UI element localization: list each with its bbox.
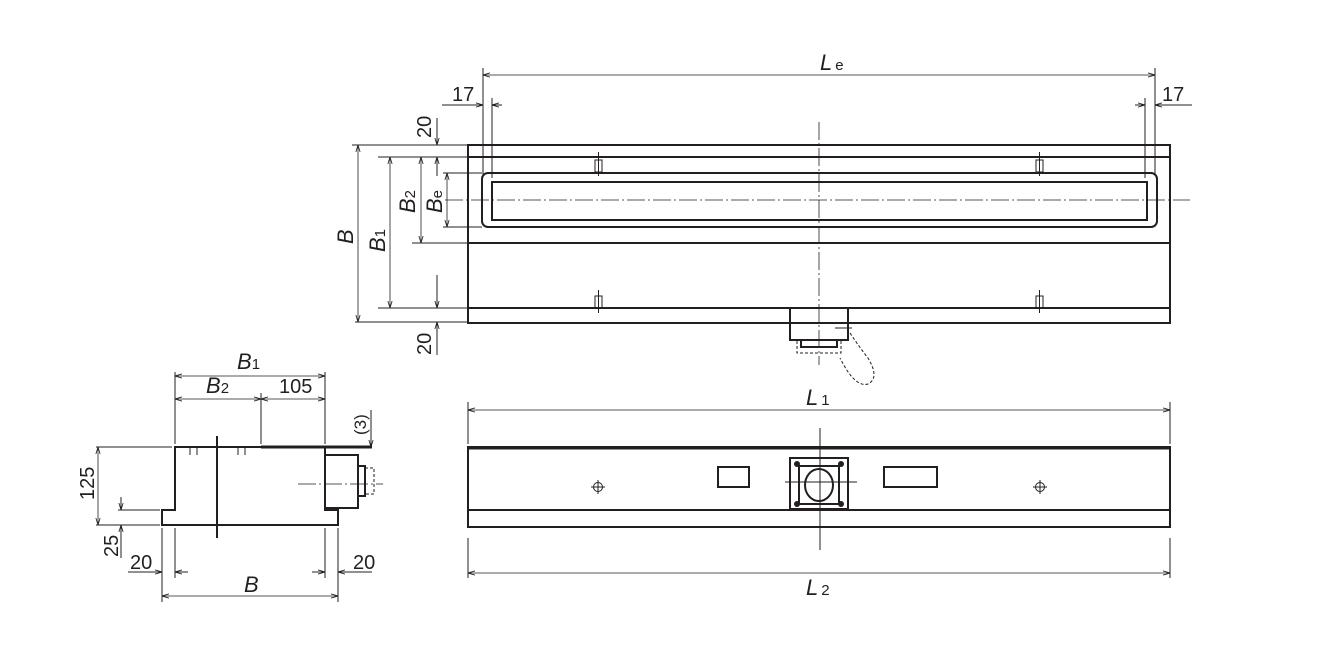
connector-port-icon xyxy=(789,457,849,510)
window xyxy=(717,466,750,488)
label-step-height: 25 xyxy=(101,535,123,557)
label-b1: B1 xyxy=(365,229,390,252)
bolt-icon xyxy=(594,152,603,176)
slot-inner xyxy=(491,181,1148,221)
bolt-icon xyxy=(1035,152,1044,176)
bolt-icon xyxy=(1035,290,1044,313)
label-b2: B2 xyxy=(395,190,420,213)
label-margin-right: 17 xyxy=(1162,84,1184,106)
mounting-hole-icon xyxy=(1033,480,1047,494)
label-b2: B2 xyxy=(206,373,229,398)
window xyxy=(883,466,938,488)
label-margin-left: 17 xyxy=(452,84,474,106)
connector-icon xyxy=(324,454,375,509)
label-flange-left: 20 xyxy=(130,552,152,574)
label-margin-bottom: 20 xyxy=(414,333,436,355)
label-height: 125 xyxy=(77,467,99,500)
label-flange-right: 20 xyxy=(353,552,375,574)
side-view: B1 B2 105 (3) 125 25 20 20 B xyxy=(77,349,383,602)
label-b1: B1 xyxy=(237,349,260,374)
label-margin-top: 20 xyxy=(414,116,436,138)
label-be: Be xyxy=(422,190,447,213)
mounting-hole-icon xyxy=(591,480,605,494)
label-offset: 105 xyxy=(279,376,312,398)
bolt-icon xyxy=(594,290,603,313)
connector-icon xyxy=(789,307,875,385)
side-view-outline xyxy=(161,446,339,526)
label-clearance: (3) xyxy=(351,414,370,435)
label-b: B xyxy=(244,572,259,597)
chain-icon xyxy=(839,332,875,385)
label-b: B xyxy=(333,229,358,244)
